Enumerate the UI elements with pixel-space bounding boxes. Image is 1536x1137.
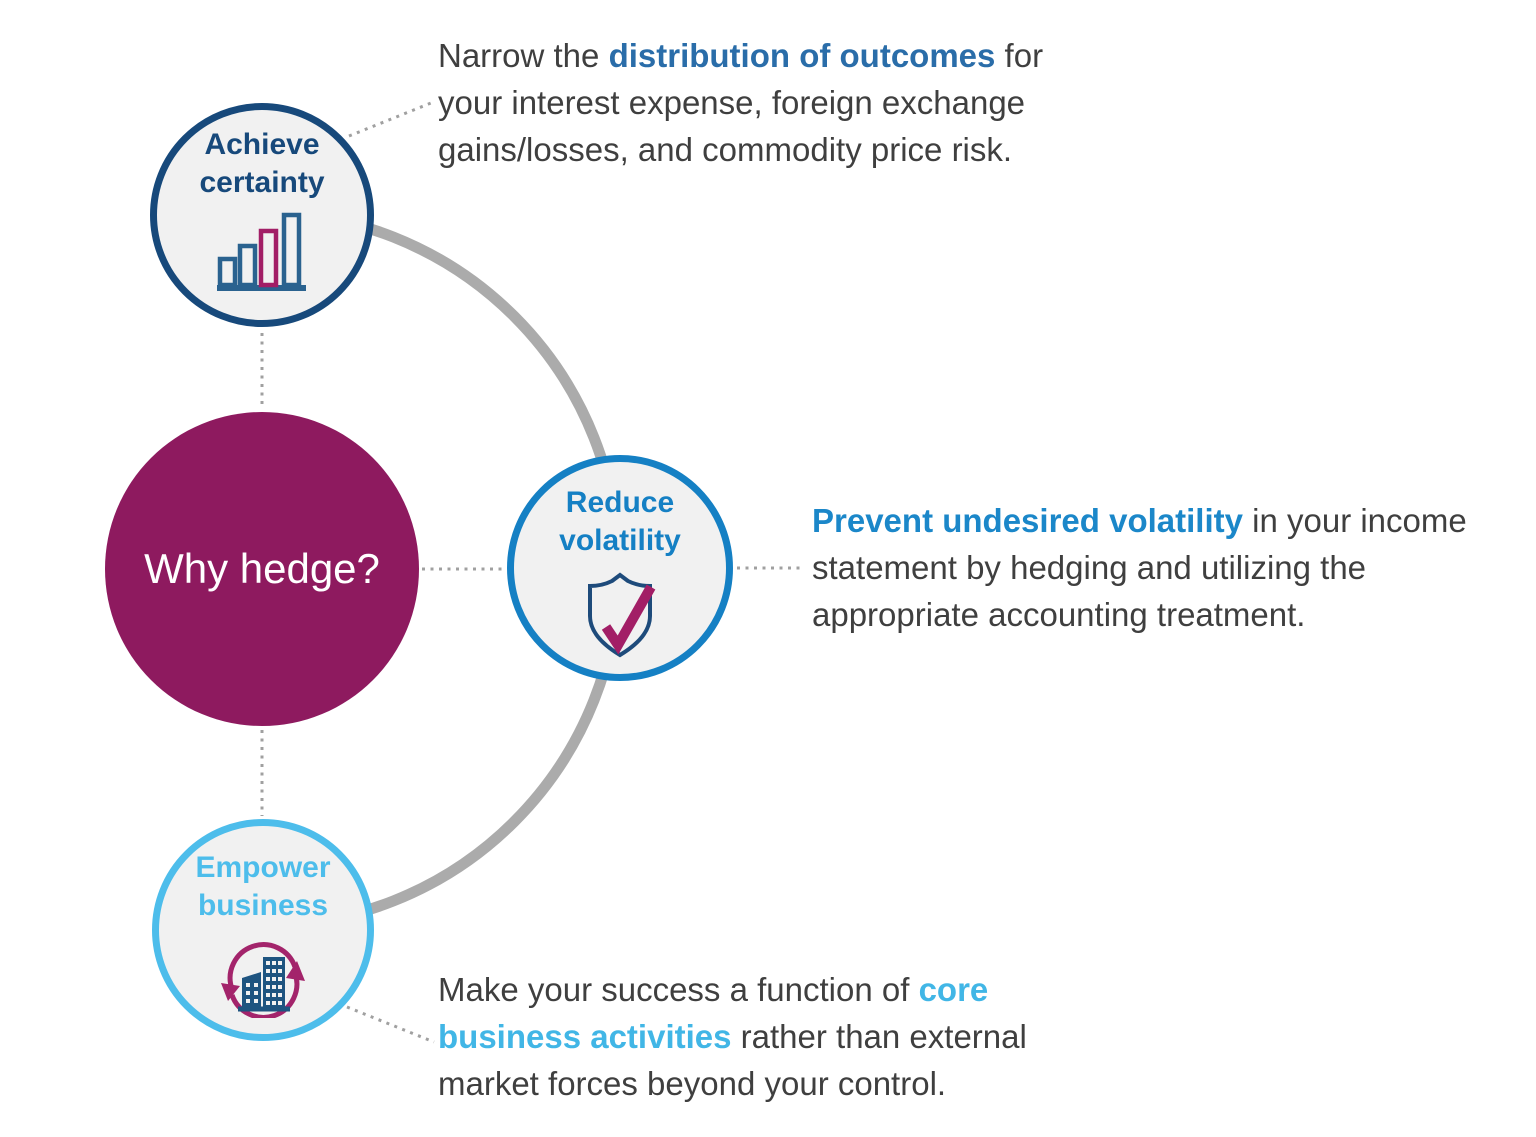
shield-check-icon: [588, 572, 656, 658]
node-achieve-certainty: Achieve certainty: [150, 103, 374, 327]
reduce-description-highlight: Prevent undesired volatility: [812, 502, 1243, 539]
dotted-connector-achieve-text: [348, 101, 432, 138]
empower-description: Make your success a function of core bus…: [438, 966, 1058, 1107]
node-reduce-volatility: Reduce volatility: [507, 455, 733, 681]
achieve-description-highlight: distribution of outcomes: [608, 37, 996, 74]
empower-description-prefix: Make your success a function of: [438, 971, 919, 1008]
empower-description-highlight: core business activities: [438, 971, 989, 1055]
achieve-description: Narrow the distribution of outcomes for …: [438, 32, 1083, 173]
center-label: Why hedge?: [144, 545, 380, 592]
achieve-certainty-label: Achieve certainty: [199, 128, 325, 199]
empower-description-suffix: rather than external market forces beyon…: [438, 1018, 1027, 1102]
achieve-description-suffix: for your interest expense, foreign excha…: [438, 37, 1044, 168]
buildings-cycle-icon: [221, 942, 305, 1018]
bar-chart-icon: [217, 212, 306, 291]
achieve-description-prefix: Narrow the: [438, 37, 609, 74]
empower-business-label: Empower business: [195, 851, 331, 922]
reduce-description: Prevent undesired volatility in your inc…: [812, 497, 1512, 638]
reduce-description-suffix: in your income statement by hedging and …: [812, 502, 1467, 633]
node-empower-business: Empower business: [152, 819, 374, 1041]
reduce-volatility-label: Reduce volatility: [559, 486, 681, 557]
dotted-connector-empower-text: [346, 1005, 435, 1044]
center-circle-why-hedge: Why hedge?: [105, 412, 419, 726]
